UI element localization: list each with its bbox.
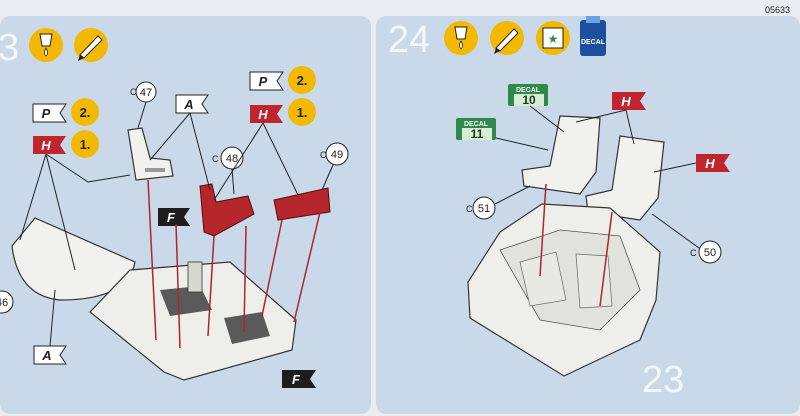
svg-text:H: H — [41, 138, 51, 153]
svg-text:DECAL: DECAL — [516, 87, 541, 94]
paint-brush-icon — [74, 28, 108, 62]
flag-f-bottom: F — [282, 370, 316, 388]
decal-10-tag: DECAL 10 — [508, 84, 548, 107]
svg-text:50: 50 — [704, 247, 716, 259]
part-49-red-bench — [273, 187, 331, 221]
svg-text:P: P — [259, 74, 268, 89]
flag-h-left: H — [33, 136, 66, 154]
svg-text:51: 51 — [478, 203, 490, 215]
svg-text:C: C — [690, 248, 697, 258]
svg-text:C: C — [130, 87, 137, 97]
svg-text:F: F — [292, 372, 301, 387]
flag-h-top-right: H — [612, 92, 646, 110]
part-47-seat — [127, 127, 174, 181]
svg-text:H: H — [258, 107, 268, 122]
ghost-step-23: 23 — [642, 359, 684, 401]
paint-brush-icon-24 — [490, 21, 524, 55]
svg-text:49: 49 — [331, 149, 343, 161]
svg-text:48: 48 — [226, 153, 238, 165]
svg-text:P: P — [42, 106, 51, 121]
step-3-number: 3 — [0, 27, 19, 69]
svg-text:1.: 1. — [80, 137, 91, 152]
order-1-left: 1. — [71, 130, 99, 158]
svg-text:C: C — [466, 204, 473, 214]
svg-text:A: A — [41, 348, 51, 363]
flag-a-top: A — [175, 94, 209, 114]
decal-sheet-icon: ★ — [536, 21, 570, 55]
svg-text:H: H — [621, 94, 631, 109]
svg-text:F: F — [167, 210, 176, 225]
svg-text:A: A — [183, 97, 193, 112]
decal-set-bottle-icon: DECAL — [580, 16, 606, 56]
flag-a-bottom: A — [33, 345, 67, 365]
svg-text:C: C — [212, 154, 219, 164]
svg-text:DECAL: DECAL — [464, 121, 489, 128]
order-2-left: 2. — [71, 98, 99, 126]
flag-h-right: H — [250, 105, 283, 123]
decal-11-tag: DECAL 11 — [456, 118, 496, 141]
svg-text:★: ★ — [548, 32, 559, 46]
flag-f-mid: F — [158, 208, 190, 226]
svg-text:10: 10 — [522, 93, 536, 107]
flag-h-mid-right: H — [696, 154, 730, 172]
glue-drop-icon — [29, 28, 63, 62]
svg-text:2.: 2. — [297, 73, 308, 88]
glue-drop-icon-24 — [444, 21, 478, 55]
part-label-51: C 51 — [466, 196, 496, 220]
svg-text:H: H — [705, 156, 715, 171]
step-24-number: 24 — [388, 19, 430, 61]
part-label-49: C 49 — [320, 142, 349, 166]
svg-text:DECAL: DECAL — [581, 39, 606, 46]
svg-text:47: 47 — [140, 87, 152, 99]
part-51-seat — [521, 115, 601, 195]
part-label-46: 46 — [0, 290, 14, 314]
flag-p-right: P — [249, 71, 284, 91]
svg-text:2.: 2. — [80, 105, 91, 120]
order-2-right: 2. — [288, 66, 316, 94]
flag-p-left: P — [32, 103, 67, 123]
order-1-right: 1. — [288, 98, 316, 126]
svg-text:C: C — [320, 150, 327, 160]
svg-text:11: 11 — [471, 127, 484, 141]
part-label-50: C 50 — [690, 240, 722, 264]
part-48-red-seat — [199, 183, 255, 237]
kit-number: 05633 — [765, 5, 790, 15]
svg-text:46: 46 — [0, 297, 8, 309]
svg-text:1.: 1. — [297, 105, 308, 120]
